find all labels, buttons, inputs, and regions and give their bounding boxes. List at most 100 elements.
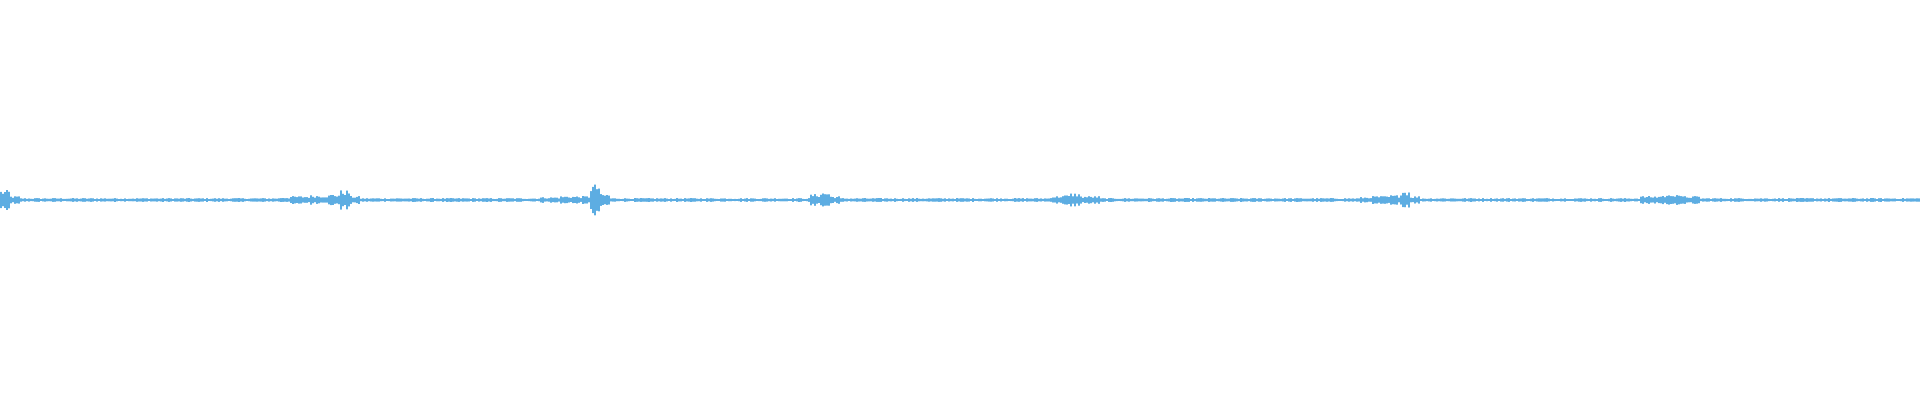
waveform-sample [226, 198, 228, 202]
waveform-sample [898, 199, 900, 201]
waveform-sample [1390, 195, 1392, 205]
waveform-sample [248, 198, 250, 202]
waveform-sample [622, 198, 624, 202]
waveform-sample [1876, 199, 1878, 201]
waveform-sample [800, 198, 802, 202]
waveform-sample [1464, 198, 1466, 202]
waveform-sample [206, 198, 208, 202]
waveform-sample [1658, 196, 1660, 204]
waveform-sample [1852, 198, 1854, 202]
waveform-sample [214, 198, 216, 202]
waveform-sample [1126, 198, 1128, 202]
waveform-sample [82, 198, 84, 202]
waveform-sample [1016, 198, 1018, 202]
waveform-sample [476, 199, 478, 201]
waveform-sample [362, 198, 364, 202]
waveform-sample [1104, 198, 1106, 202]
waveform-sample [972, 198, 974, 202]
waveform-sample [1386, 196, 1388, 204]
waveform-sample [154, 198, 156, 202]
waveform-sample [460, 198, 462, 202]
waveform-sample [114, 198, 116, 202]
waveform-sample [1338, 199, 1340, 201]
waveform-sample [1062, 196, 1064, 204]
waveform-sample [1148, 198, 1150, 202]
waveform-sample [1530, 198, 1532, 202]
waveform-sample [878, 198, 880, 202]
waveform-sample [396, 198, 398, 202]
waveform-sample [228, 199, 230, 201]
waveform-sample [380, 198, 382, 202]
waveform-sample [604, 195, 606, 205]
waveform-sample [890, 198, 892, 202]
waveform-sample [390, 198, 392, 202]
waveform-sample [1014, 198, 1016, 202]
waveform-sample [46, 198, 48, 202]
waveform-sample [894, 198, 896, 202]
waveform-sample [1334, 198, 1336, 202]
waveform-sample [134, 198, 136, 202]
waveform-sample [442, 198, 444, 202]
waveform-sample [818, 197, 820, 203]
waveform-sample [578, 197, 580, 203]
waveform-sample [698, 198, 700, 202]
waveform-sample [616, 198, 618, 202]
waveform-sample [1348, 198, 1350, 202]
waveform-sample [812, 196, 814, 204]
waveform-sample [342, 193, 344, 207]
waveform-sample [1496, 198, 1498, 202]
waveform-sample [998, 199, 1000, 201]
waveform-sample [964, 198, 966, 202]
waveform-sample [42, 198, 44, 202]
waveform-sample [326, 197, 328, 203]
waveform-sample [182, 198, 184, 202]
waveform-sample [1564, 198, 1566, 202]
waveform-sample [1428, 198, 1430, 202]
waveform-sample [792, 198, 794, 202]
waveform-sample [1722, 198, 1724, 202]
waveform-sample [1314, 199, 1316, 202]
waveform-sample [1290, 198, 1292, 202]
waveform-sample [928, 198, 930, 202]
waveform-sample [814, 194, 816, 206]
waveform-sample [294, 196, 296, 204]
waveform-sample [1200, 198, 1202, 202]
waveform-sample [440, 198, 442, 202]
waveform-sample [140, 198, 142, 202]
waveform-sample [1542, 198, 1544, 202]
waveform-sample [70, 198, 72, 202]
waveform-sample [924, 198, 926, 202]
waveform-sample [132, 198, 134, 202]
waveform-sample [640, 198, 642, 202]
waveform-sample [922, 198, 924, 202]
waveform-sample [1630, 198, 1632, 202]
waveform-sample [974, 198, 976, 201]
waveform-sample [1758, 198, 1760, 202]
waveform-sample [976, 199, 978, 201]
waveform-sample [580, 198, 582, 202]
waveform-sample [584, 196, 586, 204]
waveform-sample [1694, 196, 1696, 204]
waveform-sample [1404, 192, 1406, 208]
waveform-sample [1560, 198, 1562, 202]
waveform-sample [860, 198, 862, 202]
waveform-sample [1254, 198, 1256, 202]
waveform-sample [1134, 198, 1136, 202]
waveform-sample [1272, 199, 1274, 201]
waveform-sample [872, 198, 874, 202]
waveform-sample [514, 198, 516, 202]
waveform-sample [1796, 198, 1798, 202]
waveform-sample [1042, 198, 1044, 202]
waveform-sample [540, 197, 542, 203]
waveform-sample [1452, 198, 1454, 202]
waveform-sample [158, 198, 160, 202]
waveform-sample [1364, 197, 1366, 203]
waveform-sample [1888, 198, 1890, 202]
waveform-sample [1296, 198, 1298, 202]
waveform-sample [1790, 198, 1792, 202]
waveform-sample [1332, 198, 1334, 202]
waveform-sample [1420, 199, 1422, 201]
waveform-sample [730, 198, 732, 202]
waveform-sample [956, 198, 958, 202]
waveform-sample [314, 197, 316, 203]
